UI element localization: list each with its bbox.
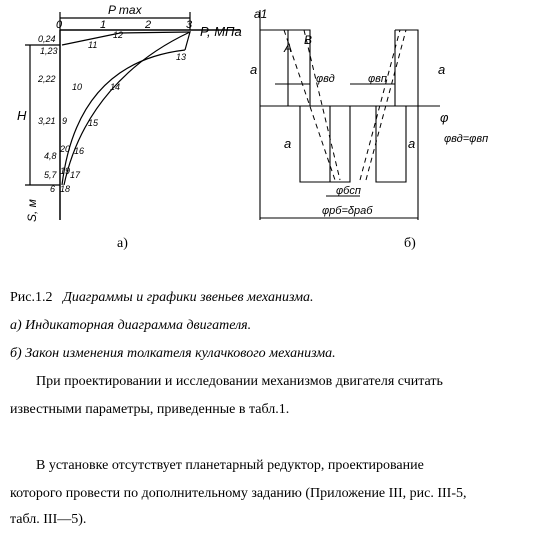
caption-title: Диаграммы и графики звеньев механизма. xyxy=(63,290,314,305)
a1-label: a1 xyxy=(254,7,267,21)
x-tick-1: 1 xyxy=(100,19,106,31)
phi-rp-label: φрб=δраб xyxy=(322,205,373,217)
h-label: H xyxy=(17,108,27,123)
figure-caption: Рис.1.2 Диаграммы и графики звеньев меха… xyxy=(10,290,314,306)
y-tick-0: 0,24 xyxy=(38,34,56,44)
y-tick-4: 4,8 xyxy=(44,151,57,161)
cam-law-diagram: a1 A B a a a a φ φвд φвп φвд=φвп φбсп φр… xyxy=(250,7,488,220)
point-11: 11 xyxy=(88,40,97,50)
x-tick-0: 0 xyxy=(56,19,63,31)
paragraph-1-line-2: известными параметры, приведенные в табл… xyxy=(10,402,290,417)
point-13: 13 xyxy=(176,52,186,62)
y-tick-3: 3,21 xyxy=(38,116,56,126)
indicator-diagram: P max P, МПа S, м H 0 1 2 3 0,24 1,23 2,… xyxy=(17,3,242,222)
s-axis-label: S, м xyxy=(25,199,39,222)
paragraph-1-line-1: При проектировании и исследовании механи… xyxy=(36,374,443,389)
point-12: 12 xyxy=(113,30,123,40)
a-label-low-left: a xyxy=(284,136,291,151)
letter-b: B xyxy=(304,33,312,47)
phi-vd-label: φвд xyxy=(316,73,335,85)
point-14: 14 xyxy=(110,82,120,92)
figure-a-label: а) xyxy=(117,236,128,251)
point-18: 18 xyxy=(60,184,70,194)
p-axis-label: P, МПа xyxy=(200,24,242,39)
a-label-low-right: a xyxy=(408,136,415,151)
y-tick-1: 1,23 xyxy=(40,46,58,56)
x-tick-3: 3 xyxy=(186,19,193,31)
pmax-label: P max xyxy=(108,3,143,17)
point-20: 20 xyxy=(59,144,70,154)
x-tick-2: 2 xyxy=(144,19,151,31)
paragraph-2-line-2: которого провести по дополнительному зад… xyxy=(10,486,467,501)
phi-eq-label: φвд=φвп xyxy=(444,133,488,145)
paragraph-2-line-3: табл. III—5). xyxy=(10,512,87,527)
point-10: 10 xyxy=(72,82,82,92)
phi-axis-label: φ xyxy=(440,110,449,125)
a-label-right: a xyxy=(438,62,445,77)
phi-vp-label: φвп xyxy=(368,73,387,85)
point-19: 19 xyxy=(60,166,70,176)
caption-number: Рис.1.2 xyxy=(10,290,53,305)
caption-a: а) Индикаторная диаграмма двигателя. xyxy=(10,318,252,333)
y-tick-5: 5,7 xyxy=(44,170,58,180)
point-16: 16 xyxy=(74,146,84,156)
letter-a: A xyxy=(283,41,292,55)
figure-b-label: б) xyxy=(404,236,416,251)
phi-bs-label: φбсп xyxy=(336,185,361,197)
caption-b: б) Закон изменения толкателя кулачкового… xyxy=(10,346,336,361)
point-15: 15 xyxy=(88,118,99,128)
y-tick-6: 6 xyxy=(50,184,55,194)
a-label-left: a xyxy=(250,62,257,77)
point-9: 9 xyxy=(62,116,67,126)
y-tick-2: 2,22 xyxy=(37,74,56,84)
point-17: 17 xyxy=(70,170,81,180)
paragraph-2-line-1: В установке отсутствует планетарный реду… xyxy=(36,458,424,473)
